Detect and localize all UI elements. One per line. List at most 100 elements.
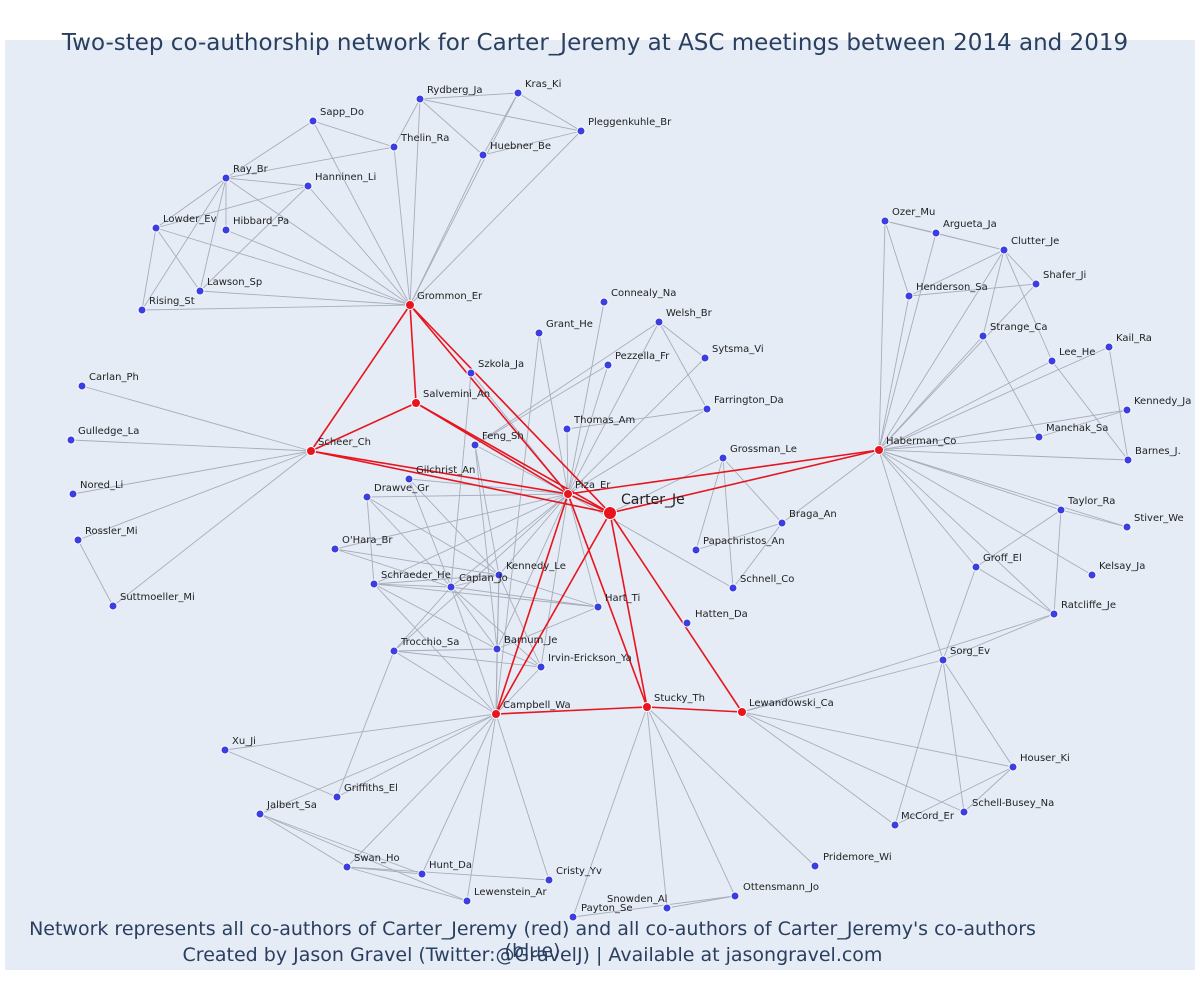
node-papachristos-an[interactable] xyxy=(691,545,701,555)
node-carter-je[interactable] xyxy=(603,506,617,520)
edge-ozer-mu-henderson-sa xyxy=(884,220,910,297)
node-jalbert-sa[interactable] xyxy=(255,809,265,819)
node-sytsma-vi[interactable] xyxy=(700,353,710,363)
node-stucky-th[interactable] xyxy=(642,702,652,712)
node-haberman-co[interactable] xyxy=(874,445,884,455)
node-gilchrist-an[interactable] xyxy=(404,474,414,484)
node-pezzella-fr[interactable] xyxy=(603,360,613,370)
node-schell-busey-na[interactable] xyxy=(959,807,969,817)
edge-ray-br-hanninen-li xyxy=(225,177,309,187)
node-sorg-ev[interactable] xyxy=(938,655,948,665)
node-connealy-na[interactable] xyxy=(599,297,609,307)
node-label-schraeder-he: Schraeder_He xyxy=(381,570,451,581)
node-gulledge-la[interactable] xyxy=(66,435,76,445)
node-label-farrington-da: Farrington_Da xyxy=(714,395,784,406)
edge-carter-je-stucky-th xyxy=(609,512,648,708)
node-trocchio-sa[interactable] xyxy=(389,646,399,656)
edge-schraeder-he-barnum-je xyxy=(373,583,498,650)
edge-haberman-co-shafer-ji xyxy=(878,283,1037,451)
node-ray-br[interactable] xyxy=(221,173,231,183)
node-farrington-da[interactable] xyxy=(702,404,712,414)
node-kras-ki[interactable] xyxy=(513,88,523,98)
node-houser-ki[interactable] xyxy=(1008,762,1018,772)
node-taylor-ra[interactable] xyxy=(1056,505,1066,515)
node-barnes-j[interactable] xyxy=(1123,455,1133,465)
node-clutter-je[interactable] xyxy=(999,245,1009,255)
edge-piza-er-welsh-br xyxy=(567,321,660,495)
edge-grommon-er-rydberg-ja xyxy=(409,98,421,306)
node-pridemore-wi[interactable] xyxy=(810,861,820,871)
node-hunt-da[interactable] xyxy=(417,869,427,879)
node-grant-he[interactable] xyxy=(534,328,544,338)
node-welsh-br[interactable] xyxy=(654,317,664,327)
node-piza-er[interactable] xyxy=(563,489,573,499)
node-mccord-er[interactable] xyxy=(890,820,900,830)
edge-sorg-ev-houser-ki xyxy=(942,659,1014,768)
node-feng-sh[interactable] xyxy=(470,440,480,450)
edge-grossman-le-schnell-co xyxy=(722,457,734,589)
node-thelin-ra[interactable] xyxy=(389,142,399,152)
node-ottensmann-jo[interactable] xyxy=(730,891,740,901)
node-shafer-ji[interactable] xyxy=(1031,279,1041,289)
node-hibbard-pa[interactable] xyxy=(221,225,231,235)
node-suttmoeller-mi[interactable] xyxy=(108,601,118,611)
node-manchak-sa[interactable] xyxy=(1034,432,1044,442)
edge-haberman-co-stiver-we xyxy=(878,449,1128,528)
node-kennedy-ja[interactable] xyxy=(1122,405,1132,415)
node-campbell-wa[interactable] xyxy=(491,709,501,719)
node-irvin-erickson-ya[interactable] xyxy=(536,662,546,672)
node-thomas-am[interactable] xyxy=(562,424,572,434)
edge-sorg-ev-mccord-er xyxy=(894,659,944,826)
edge-haberman-co-argueta-ja xyxy=(878,232,937,451)
node-griffiths-el[interactable] xyxy=(332,792,342,802)
node-ratcliffe-je[interactable] xyxy=(1049,609,1059,619)
edge-campbell-wa-lewenstein-ar xyxy=(466,713,497,902)
node-groff-el[interactable] xyxy=(971,562,981,572)
node-kennedy-le[interactable] xyxy=(494,570,504,580)
node-caplan-jo[interactable] xyxy=(446,582,456,592)
node-barnum-je[interactable] xyxy=(492,644,502,654)
node-sapp-do[interactable] xyxy=(308,116,318,126)
node-kail-ra[interactable] xyxy=(1104,342,1114,352)
node-grommon-er[interactable] xyxy=(405,300,415,310)
node-lee-he[interactable] xyxy=(1047,356,1057,366)
node-henderson-sa[interactable] xyxy=(904,291,914,301)
node-drawve-gr[interactable] xyxy=(362,492,372,502)
node-lawson-sp[interactable] xyxy=(195,286,205,296)
node-lewandowski-ca[interactable] xyxy=(737,707,747,717)
edge-hanninen-li-lowder-ev xyxy=(155,185,309,229)
node-payton-se[interactable] xyxy=(568,912,578,922)
node-braga-an[interactable] xyxy=(777,518,787,528)
node-swan-ho[interactable] xyxy=(342,862,352,872)
node-salvemini-an[interactable] xyxy=(411,398,421,408)
edge-ray-br-rising-st xyxy=(141,177,227,311)
node-ozer-mu[interactable] xyxy=(880,216,890,226)
node-grossman-le[interactable] xyxy=(718,453,728,463)
node-xu-ji[interactable] xyxy=(220,745,230,755)
node-snowden-al[interactable] xyxy=(662,903,672,913)
node-hart-ti[interactable] xyxy=(593,602,603,612)
node-hatten-da[interactable] xyxy=(682,618,692,628)
edge-o-hara-br-kennedy-le xyxy=(334,548,500,576)
node-kelsay-ja[interactable] xyxy=(1087,570,1097,580)
edge-griffiths-el-trocchio-sa xyxy=(336,650,395,798)
node-strange-ca[interactable] xyxy=(978,331,988,341)
node-huebner-be[interactable] xyxy=(478,150,488,160)
node-nored-li[interactable] xyxy=(68,489,78,499)
node-lewenstein-ar[interactable] xyxy=(462,896,472,906)
node-cristy-yv[interactable] xyxy=(544,875,554,885)
node-rossler-mi[interactable] xyxy=(73,535,83,545)
node-szkola-ja[interactable] xyxy=(466,368,476,378)
node-o-hara-br[interactable] xyxy=(330,544,340,554)
node-rydberg-ja[interactable] xyxy=(415,94,425,104)
node-stiver-we[interactable] xyxy=(1122,522,1132,532)
node-carlan-ph[interactable] xyxy=(77,381,87,391)
node-pleggenkuhle-br[interactable] xyxy=(576,126,586,136)
node-schnell-co[interactable] xyxy=(728,583,738,593)
node-lowder-ev[interactable] xyxy=(151,223,161,233)
node-scheer-ch[interactable] xyxy=(306,446,316,456)
node-hanninen-li[interactable] xyxy=(303,181,313,191)
node-argueta-ja[interactable] xyxy=(931,228,941,238)
node-schraeder-he[interactable] xyxy=(369,579,379,589)
node-rising-st[interactable] xyxy=(137,305,147,315)
